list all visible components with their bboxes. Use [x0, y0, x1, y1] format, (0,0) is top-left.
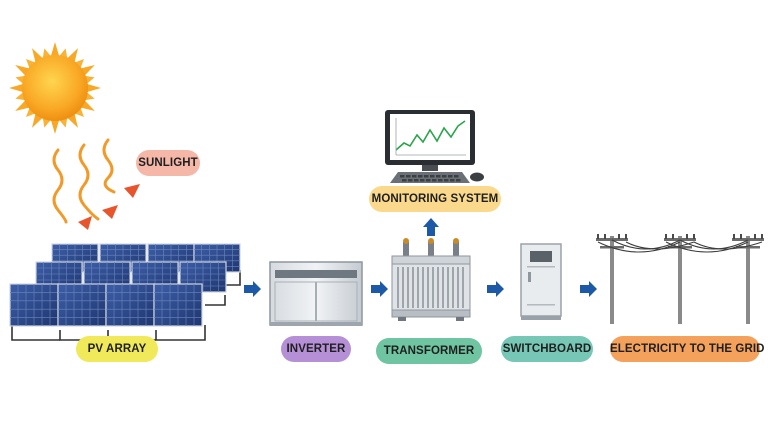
label-sunlight: SUNLIGHT — [136, 150, 200, 176]
power-lines-icon — [596, 234, 764, 324]
inverter-icon — [269, 261, 363, 326]
label-inverter: INVERTER — [281, 336, 351, 362]
switchboard-icon — [520, 243, 562, 320]
flow-arrow-1-icon — [244, 281, 261, 297]
label-transformer: TRANSFORMER — [376, 338, 482, 364]
monitoring-computer-icon — [385, 110, 484, 183]
label-electricity-to-the-grid: ELECTRICITY TO THE GRID — [610, 336, 764, 362]
label-pv-array: PV ARRAY — [76, 336, 158, 362]
flow-arrow-4-icon — [580, 281, 597, 297]
flow-arrow-3-icon — [487, 281, 504, 297]
pv-array-icon — [9, 243, 241, 341]
label-monitoring-system: MONITORING SYSTEM — [369, 186, 501, 212]
flow-arrow-2-icon — [371, 281, 388, 297]
sunlight-arrowheads-icon — [78, 184, 140, 230]
flow-arrow-up-icon — [423, 218, 439, 236]
transformer-icon — [391, 238, 471, 321]
sunlight-rays-icon — [52, 138, 116, 224]
label-switchboard: SWITCHBOARD — [501, 336, 593, 362]
sun-icon — [9, 42, 101, 134]
